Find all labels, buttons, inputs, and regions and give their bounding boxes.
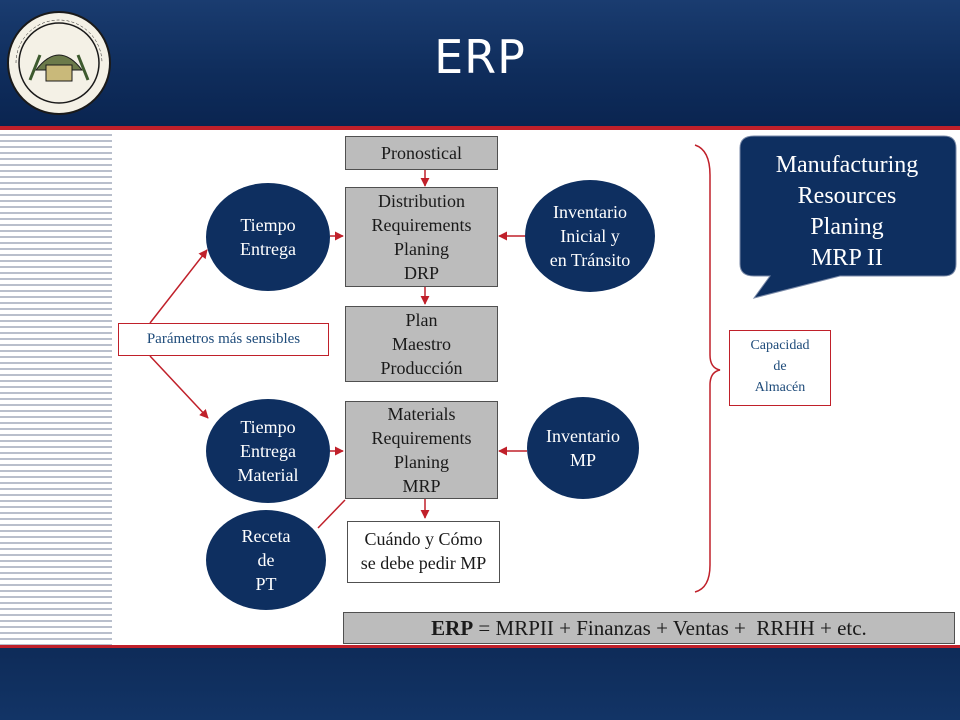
inv-mp-line-2: MP (569, 450, 596, 470)
tiempo-entrega-circle: Tiempo Entrega (206, 183, 330, 291)
plan-line-1: Plan (405, 310, 438, 330)
capacidad-line-2: de (773, 359, 787, 374)
receta-line-3: PT (255, 574, 277, 594)
mrp-line-4: MRP (402, 476, 441, 496)
inv-inicial-line-3: en Tránsito (549, 250, 631, 270)
erp-equation-box: ERP = MRPII + Finanzas + Ventas + RRHH +… (343, 612, 955, 644)
university-seal-icon (7, 11, 111, 115)
callout-text: Manufacturing Resources Planing MRP II (742, 150, 952, 274)
drp-line-1: Distribution (377, 191, 465, 211)
erp-equation-bold: ERP (431, 616, 474, 640)
inv-mp-line-1: Inventario (546, 426, 620, 446)
tiempo-entrega-material-circle: Tiempo Entrega Material (206, 399, 330, 503)
arrow-parametros-up (149, 249, 208, 324)
erp-equation-rest: = MRPII + Finanzas + Ventas + RRHH + etc… (473, 616, 867, 640)
drp-line-4: DRP (403, 263, 439, 283)
arrow-parametros-down (149, 355, 209, 419)
drp-line-2: Requirements (371, 215, 472, 235)
footer-divider (0, 645, 960, 648)
mrp-line-1: Materials (387, 404, 456, 424)
parametros-label: Parámetros más sensibles (118, 323, 329, 356)
cuando-como-box: Cuándo y Cómo se debe pedir MP (347, 521, 500, 583)
footer-bar (0, 645, 960, 720)
inventario-mp-circle: Inventario MP (527, 397, 639, 499)
pronostical-box: Pronostical (345, 136, 498, 170)
inv-inicial-line-2: Inicial y (560, 226, 620, 246)
connector-receta-mrp (317, 499, 346, 529)
plan-maestro-box: Plan Maestro Producción (345, 306, 498, 382)
callout-line-1: Manufacturing (775, 152, 919, 178)
receta-line-2: de (257, 550, 275, 570)
cuando-line-2: se debe pedir MP (360, 553, 487, 573)
slide-title: ERP (434, 30, 526, 84)
left-stripe-panel (0, 130, 112, 645)
header-divider (0, 126, 960, 130)
tem-line-3: Material (237, 465, 299, 485)
inventario-inicial-circle: Inventario Inicial y en Tránsito (525, 180, 655, 292)
capacidad-line-3: Almacén (754, 380, 806, 395)
tem-line-1: Tiempo (240, 417, 296, 437)
receta-line-1: Receta (241, 526, 291, 546)
drp-box: Distribution Requirements Planing DRP (345, 187, 498, 287)
drp-line-3: Planing (393, 239, 449, 259)
tiempo-entrega-line-1: Tiempo (240, 215, 296, 235)
callout-line-2: Resources (797, 183, 897, 209)
cuando-line-1: Cuándo y Cómo (364, 529, 483, 549)
tem-line-2: Entrega (240, 441, 296, 461)
inv-inicial-line-1: Inventario (553, 202, 627, 222)
capacidad-line-1: Capacidad (750, 338, 810, 353)
plan-line-2: Maestro (392, 334, 451, 354)
callout-line-3: Planing (810, 214, 884, 240)
callout-bubble (739, 135, 957, 299)
callout-line-4: MRP II (811, 245, 883, 271)
mrp-box: Materials Requirements Planing MRP (345, 401, 498, 499)
mrp-line-3: Planing (393, 452, 449, 472)
mrp-line-2: Requirements (371, 428, 472, 448)
capacity-brace (694, 144, 721, 593)
plan-line-3: Producción (380, 358, 463, 378)
capacidad-almacen-label: Capacidad de Almacén (729, 330, 831, 406)
receta-circle: Receta de PT (206, 510, 326, 610)
tiempo-entrega-line-2: Entrega (240, 239, 296, 259)
header-bar (0, 0, 960, 128)
